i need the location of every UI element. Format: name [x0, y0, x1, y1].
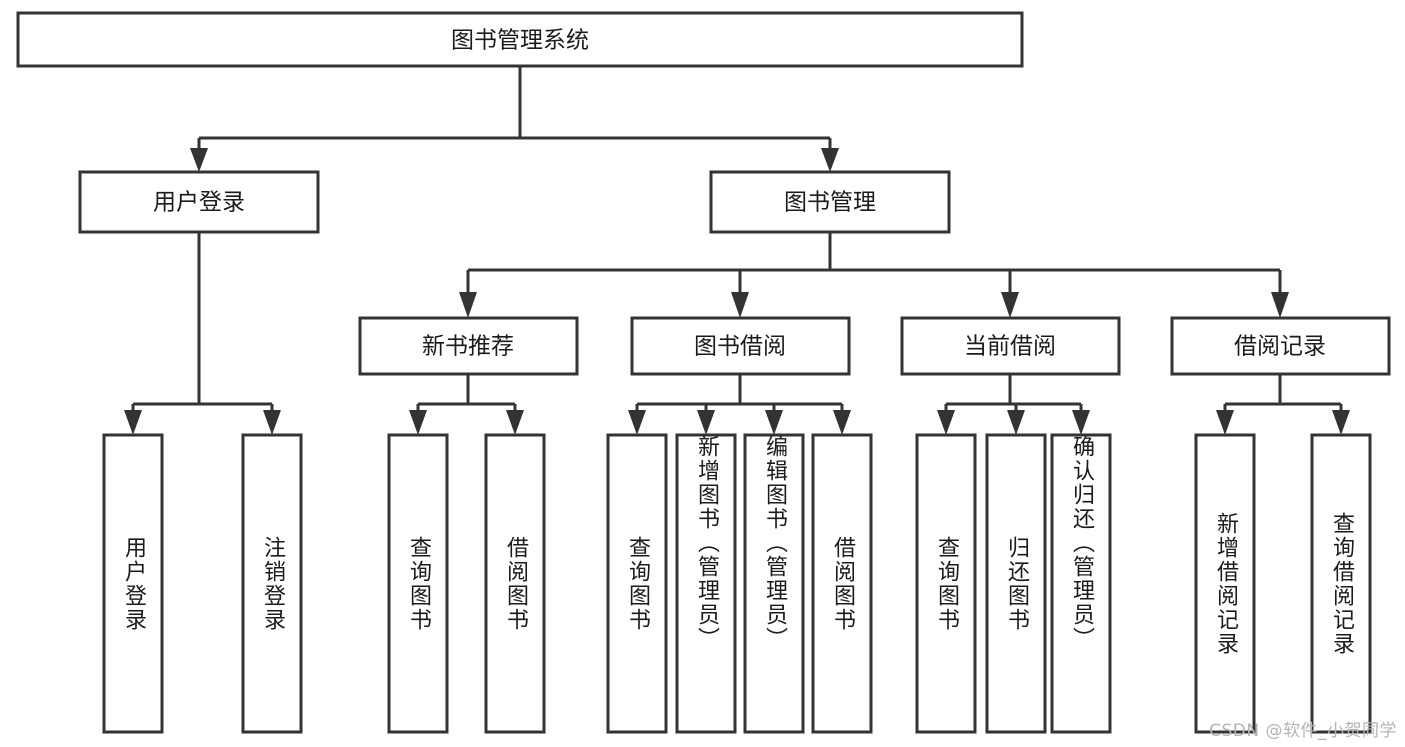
arrow-leaf-query-book-3	[937, 410, 955, 435]
node-leaf-add-book-rect[interactable]	[675, 433, 737, 734]
node-book-borrow-label: 图书借阅	[694, 334, 786, 360]
arrow-leaf-user-login	[124, 410, 142, 435]
arrow-leaf-borrow-book-2	[833, 410, 851, 435]
node-borrow-record-rect[interactable]	[1170, 316, 1391, 376]
node-leaf-confirm-return-rect[interactable]	[1050, 433, 1112, 734]
node-root[interactable]: 图书管理系统	[16, 11, 1024, 68]
arrow-user-login	[190, 148, 208, 172]
node-borrow-record-label: 借阅记录	[1234, 334, 1326, 360]
node-leaf-return-book-rect[interactable]	[985, 433, 1047, 734]
node-book-borrow-rect[interactable]	[630, 316, 851, 376]
node-leaf-query-book-3-rect[interactable]	[915, 433, 977, 734]
arrow-leaf-query-record	[1332, 410, 1350, 435]
node-new-book-recommend-rect[interactable]	[358, 316, 579, 376]
node-user-login-label: 用户登录	[153, 190, 245, 216]
node-new-book-recommend[interactable]: 新书推荐	[358, 316, 579, 376]
node-new-book-recommend-label: 新书推荐	[422, 334, 514, 360]
node-user-login-rect[interactable]	[78, 170, 320, 234]
arrow-book-borrow	[731, 292, 749, 318]
node-leaf-query-book-2-rect[interactable]	[606, 433, 668, 734]
node-book-manage[interactable]: 图书管理	[709, 170, 951, 234]
node-leaf-query-book-1-rect[interactable]	[387, 433, 449, 734]
node-current-borrow[interactable]: 当前借阅	[900, 316, 1121, 376]
node-book-manage-label: 图书管理	[784, 190, 876, 216]
node-current-borrow-rect[interactable]	[900, 316, 1121, 376]
arrow-borrow-record	[1271, 292, 1289, 318]
arrow-leaf-query-book-2	[628, 410, 646, 435]
arrow-leaf-return-book	[1007, 410, 1025, 435]
node-leaf-query-record-rect[interactable]	[1310, 433, 1372, 734]
arrow-leaf-confirm-return	[1072, 410, 1090, 435]
arrow-leaf-add-record	[1216, 410, 1234, 435]
arrow-leaf-add-book	[697, 410, 715, 435]
node-borrow-record[interactable]: 借阅记录	[1170, 316, 1391, 376]
node-user-login[interactable]: 用户登录	[78, 170, 320, 234]
node-leaf-borrow-book-1-rect[interactable]	[484, 433, 546, 734]
arrow-leaf-query-book-1	[409, 410, 427, 435]
node-leaf-user-logout-rect[interactable]	[241, 433, 303, 734]
node-current-borrow-label: 当前借阅	[964, 334, 1056, 360]
arrow-leaf-user-logout	[263, 410, 281, 435]
connectors	[124, 66, 1350, 435]
arrow-new-book-recommend	[459, 292, 477, 318]
arrow-leaf-borrow-book-1	[506, 410, 524, 435]
node-book-manage-rect[interactable]	[709, 170, 951, 234]
node-root-label: 图书管理系统	[451, 28, 589, 54]
node-leaf-edit-book-rect[interactable]	[743, 433, 805, 734]
leaf-boxes	[102, 433, 1372, 734]
node-leaf-borrow-book-2-rect[interactable]	[811, 433, 873, 734]
node-root-rect[interactable]	[16, 11, 1024, 68]
arrow-current-borrow	[1001, 292, 1019, 318]
arrow-leaf-edit-book	[765, 410, 783, 435]
node-book-borrow[interactable]: 图书借阅	[630, 316, 851, 376]
watermark: CSDN @软件_小贺同学	[1209, 721, 1397, 741]
node-leaf-add-record-rect[interactable]	[1194, 433, 1256, 734]
arrow-book-manage	[821, 148, 839, 172]
node-leaf-user-login-rect[interactable]	[102, 433, 164, 734]
